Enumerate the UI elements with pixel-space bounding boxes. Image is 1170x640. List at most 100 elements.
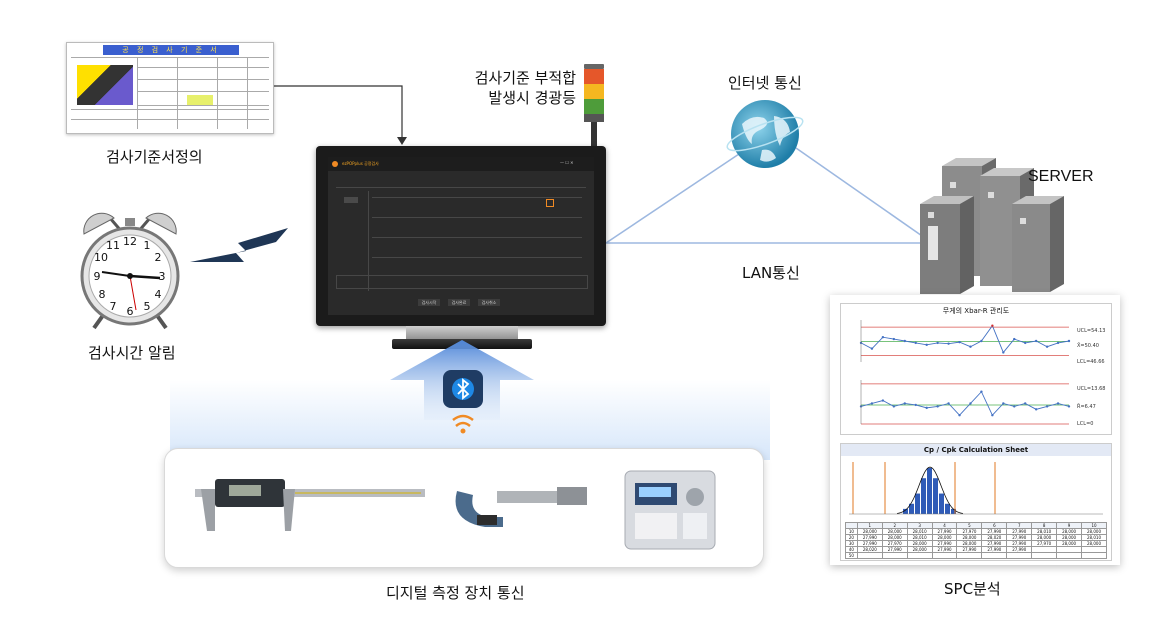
range-point (947, 402, 950, 405)
inspection-standard-label: 검사기준서정의 (106, 148, 203, 166)
table-cell (1006, 552, 1033, 559)
table-cell (1081, 552, 1107, 559)
xbar-lcl-label: LCL=46.66 (1077, 359, 1105, 365)
range-point (1013, 405, 1016, 408)
xbar-chart-title: 무게의 Xbar-R 관리도 (942, 307, 1010, 315)
xbar-point (947, 342, 950, 345)
range-point (936, 405, 939, 408)
svg-text:8: 8 (99, 288, 106, 301)
range-point (892, 405, 896, 408)
micrometer-icon (455, 487, 587, 527)
xbar-ucl-label: UCL=54.13 (1077, 328, 1106, 334)
xbar-point (1024, 341, 1027, 345)
range-point (914, 403, 917, 407)
screen-cancel-button[interactable]: 검사취소 (478, 299, 500, 306)
r-lcl-label: LCL=0 (1077, 421, 1094, 427)
cp-sheet-title: Cp / Cpk Calculation Sheet (841, 444, 1111, 456)
xbar-point (1045, 345, 1049, 348)
alarm-label: 검사시간 알림 (88, 344, 176, 362)
histogram-bar (927, 468, 932, 514)
server-label: SERVER (1028, 168, 1094, 185)
histogram-bar (903, 508, 908, 514)
range-point (969, 402, 972, 405)
xbar-point (1034, 339, 1038, 343)
xbar-point (1013, 337, 1016, 341)
warning-light-icon (584, 64, 604, 150)
range-point (1056, 402, 1060, 405)
xbar-r-chart: 무게의 Xbar-R 관리도 UCL=54.13 X̄=50.40 LCL=46… (840, 303, 1112, 435)
svg-text:1: 1 (144, 239, 151, 252)
r-ucl-label: UCL=13.68 (1077, 386, 1106, 392)
xbar-point (991, 324, 994, 327)
table-cell (931, 552, 958, 559)
bluetooth-icon (443, 370, 483, 434)
xbar-point (969, 345, 972, 348)
doc-connector-line (272, 85, 403, 143)
xbar-point (881, 335, 885, 339)
table-cell (1031, 552, 1058, 559)
range-point (925, 406, 928, 410)
range-point (980, 390, 983, 393)
globe-icon (726, 100, 804, 168)
internet-label: 인터넷 통신 (728, 74, 802, 92)
wireless-bolt-icon (190, 228, 288, 262)
xbar-point (903, 339, 906, 343)
xbar-series-line (860, 324, 1070, 354)
range-point (991, 414, 994, 417)
table-cell (906, 552, 933, 559)
screen-app-title: ezPOPplus 공정검사 (342, 161, 379, 166)
svg-text:4: 4 (155, 288, 162, 301)
xbar-point (892, 337, 896, 341)
server-icon (920, 158, 1064, 294)
svg-text:10: 10 (94, 251, 108, 264)
screen-complete-button[interactable]: 검사완료 (448, 299, 470, 306)
xbar-point (914, 341, 917, 345)
xbar-point (870, 347, 874, 350)
histogram-bar (921, 478, 926, 514)
table-row: 50 (845, 552, 1107, 559)
histogram-bar (939, 493, 944, 514)
svg-text:3: 3 (159, 270, 166, 283)
range-point (1045, 405, 1049, 408)
xbar-center-label: X̄=50.40 (1077, 343, 1099, 349)
normal-curve (896, 466, 964, 514)
range-point (903, 402, 906, 405)
r-center-label: R̄=6.47 (1077, 404, 1096, 410)
caliper-icon (195, 479, 425, 531)
xbar-point (925, 343, 928, 347)
histogram-bar (909, 503, 914, 514)
document-photo (77, 65, 133, 105)
globe-server-line (795, 147, 926, 239)
screen-start-button[interactable]: 검사시작 (418, 299, 440, 306)
table-cell (856, 552, 883, 559)
xbar-point (936, 341, 939, 345)
svg-text:12: 12 (123, 235, 137, 248)
table-cell: 50 (845, 552, 858, 559)
table-cell (956, 552, 983, 559)
table-cell (881, 552, 908, 559)
svg-text:7: 7 (110, 300, 117, 313)
svg-text:11: 11 (106, 239, 120, 252)
table-cell (1056, 552, 1083, 559)
internet-line (605, 147, 749, 244)
histogram-bar (945, 503, 950, 514)
svg-text:6: 6 (127, 305, 134, 318)
lan-label: LAN통신 (742, 264, 800, 282)
spc-analysis-panel: 무게의 Xbar-R 관리도 UCL=54.13 X̄=50.40 LCL=46… (830, 295, 1120, 565)
monitor-stand (406, 326, 518, 340)
document-title: 공 정 검 사 기 준 서 (103, 45, 239, 55)
range-point (1034, 408, 1038, 411)
measurement-devices-panel (164, 448, 764, 568)
devices-label: 디지털 측정 장치 통신 (386, 584, 525, 602)
table-cell (981, 552, 1008, 559)
xbar-point (1002, 351, 1005, 354)
inspection-standard-document: 공 정 검 사 기 준 서 (66, 42, 274, 134)
range-point (881, 399, 885, 402)
xbar-point (1067, 339, 1071, 343)
cp-histogram (849, 462, 1103, 515)
range-point (958, 414, 961, 417)
